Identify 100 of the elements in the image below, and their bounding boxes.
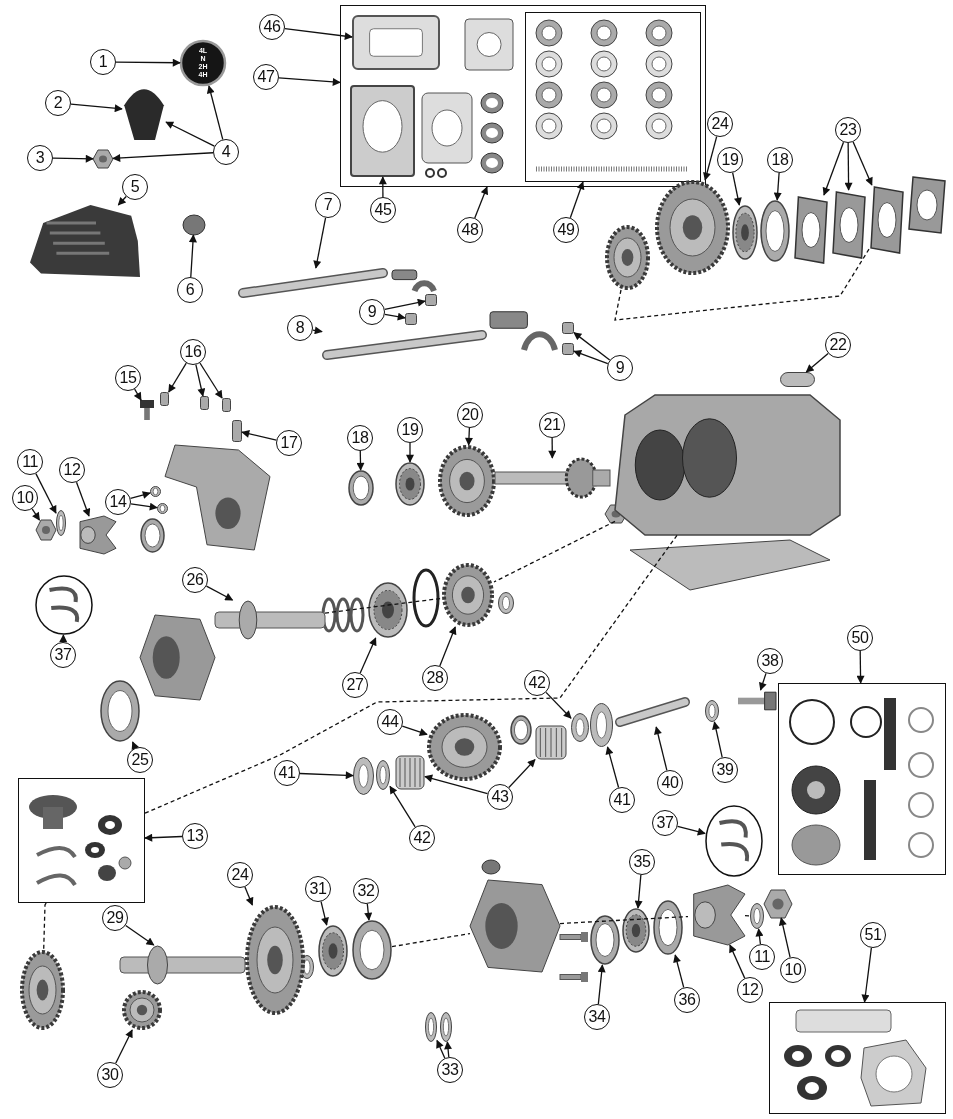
seal-drawing	[653, 900, 683, 955]
leader-line	[206, 85, 224, 141]
leader-line	[244, 886, 254, 906]
leader-line	[444, 1041, 453, 1058]
bearing-cup	[348, 470, 374, 506]
callout-number: 18	[347, 425, 373, 451]
leader-line	[168, 362, 187, 393]
leader-line	[144, 534, 678, 814]
leader-line	[548, 437, 557, 459]
pin-drawing	[222, 398, 231, 412]
needle-bearing	[535, 725, 567, 760]
callout-number: 49	[553, 217, 579, 243]
pin-drawing	[562, 322, 574, 334]
callout-number: 3	[27, 145, 53, 171]
leader-line	[117, 195, 127, 206]
washer-drawing	[157, 503, 168, 514]
callout-number: 31	[305, 876, 331, 902]
sleeve-drawing	[605, 225, 650, 290]
bolt-drawing	[738, 690, 776, 712]
pin-drawing	[425, 294, 437, 306]
yoke-drawing	[76, 516, 116, 554]
leader-line	[31, 508, 41, 521]
leader-line	[313, 217, 327, 269]
callout-number: 15	[115, 365, 141, 391]
pin-drawing	[160, 392, 169, 406]
leader-line	[759, 672, 767, 691]
screw-drawing	[140, 400, 154, 420]
leader-line	[805, 352, 829, 373]
washer-drawing	[353, 757, 374, 795]
leader-line	[545, 691, 572, 719]
callout-number: 47	[253, 64, 279, 90]
callout-number: 7	[315, 192, 341, 218]
callout-number: 16	[180, 339, 206, 365]
leader-line	[439, 626, 457, 667]
leader-line	[364, 903, 373, 921]
leader-line	[112, 152, 214, 162]
leader-line	[861, 947, 873, 1003]
shift-rail	[322, 330, 487, 360]
callout-number: 9	[607, 355, 633, 381]
leader-line	[634, 874, 643, 909]
parts-kit-box	[778, 683, 946, 875]
callout-number: 23	[835, 117, 861, 143]
callout-number: 32	[353, 878, 379, 904]
gasket-kit-box	[769, 1002, 946, 1114]
leader-line	[852, 141, 873, 186]
callout-number: 29	[102, 905, 128, 931]
needle-bearing	[395, 755, 425, 790]
leader-line	[378, 176, 387, 198]
gasket-kit-box	[340, 5, 706, 187]
pin-drawing	[780, 372, 815, 387]
gear-drawing	[245, 905, 305, 1015]
callout-number: 17	[276, 430, 302, 456]
leader-line	[778, 917, 791, 958]
nut-drawing	[764, 890, 792, 918]
leader-line	[284, 27, 353, 41]
gear-drawing	[122, 990, 162, 1030]
transfer-case-drawing	[615, 395, 840, 535]
leader-line	[241, 429, 277, 441]
leader-line	[573, 331, 611, 361]
leader-line	[703, 135, 718, 181]
leader-line	[676, 825, 706, 836]
callout-number: 12	[59, 457, 85, 483]
washer-drawing	[571, 713, 589, 742]
callout-number: 4	[213, 139, 239, 165]
bearing-drawing	[368, 582, 408, 638]
clip-drawing	[183, 215, 205, 235]
leader-line	[115, 58, 181, 67]
pin-drawing	[232, 420, 242, 442]
leader-line	[359, 637, 377, 674]
callout-number: 46	[259, 14, 285, 40]
callout-number: 36	[674, 987, 700, 1013]
callout-number: 14	[105, 489, 131, 515]
leader-line	[52, 154, 94, 163]
leader-line	[569, 181, 585, 219]
leader-line	[70, 103, 123, 113]
leader-line	[195, 364, 206, 397]
leader-line	[406, 442, 414, 463]
bearing-kit-box	[524, 11, 701, 182]
leader-line	[129, 491, 151, 500]
callout-number: 30	[97, 1062, 123, 1088]
callout-number: 11	[749, 944, 775, 970]
washer-drawing	[425, 1012, 437, 1042]
callout-number: 37	[652, 810, 678, 836]
bearing-drawing	[622, 908, 650, 953]
leader-line	[654, 726, 668, 772]
callout-number: 20	[457, 402, 483, 428]
leader-line	[822, 141, 845, 196]
pin-drawing	[200, 396, 209, 410]
callout-number: 27	[342, 672, 368, 698]
leader-line	[205, 585, 234, 601]
gasket-drawing	[831, 190, 867, 260]
leader-line	[144, 833, 183, 842]
leader-line	[35, 472, 57, 514]
leader-line	[384, 312, 406, 321]
callout-number: 9	[359, 299, 385, 325]
callout-number: 42	[409, 825, 435, 851]
leader-line	[133, 388, 142, 401]
parts-kit-box	[18, 778, 145, 903]
output-shaft	[215, 600, 325, 640]
pin-drawing	[405, 313, 417, 325]
